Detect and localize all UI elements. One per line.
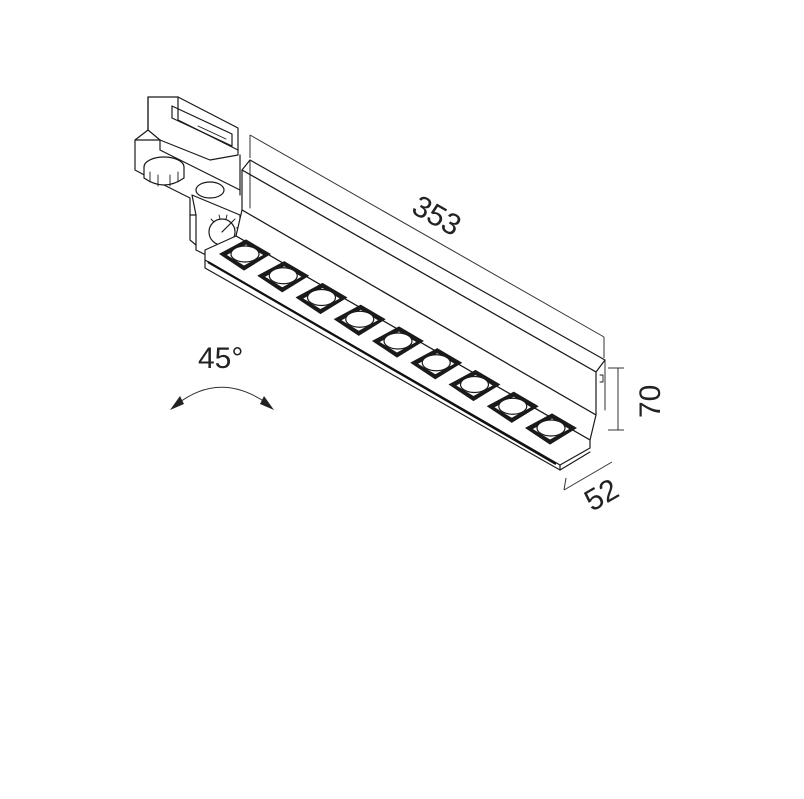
lens-module	[219, 239, 271, 271]
lens-module	[372, 326, 424, 358]
length-label: 353	[407, 189, 467, 242]
lens-array	[219, 239, 577, 445]
lens-module	[525, 413, 577, 445]
tilt-indicator: 45°	[170, 342, 274, 410]
lens-module	[486, 391, 539, 423]
lens-module	[410, 348, 463, 380]
tilt-label: 45°	[198, 342, 243, 375]
lens-module	[333, 304, 386, 336]
height-label: 70	[634, 385, 667, 418]
track-adapter	[134, 96, 241, 259]
lens-module	[295, 282, 348, 315]
tilt-arc	[175, 386, 269, 406]
lens-module	[257, 261, 310, 293]
lens-module	[448, 369, 501, 402]
tilt-arrow-right-icon	[260, 396, 274, 410]
dimension-depth: 52	[563, 461, 624, 518]
dimension-height: 70	[608, 367, 667, 431]
tilt-arrow-left-icon	[170, 396, 184, 410]
depth-label: 52	[579, 473, 624, 518]
